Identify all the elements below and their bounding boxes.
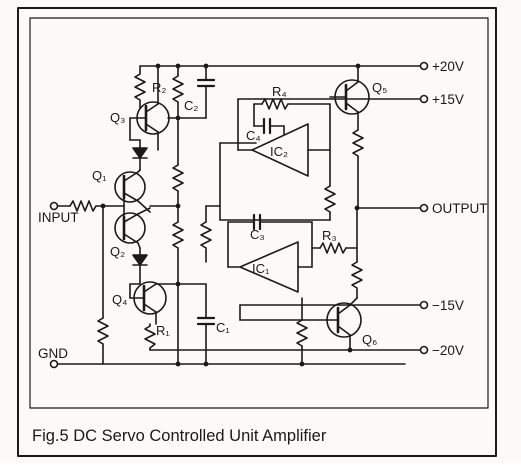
c1-capacitor — [177, 283, 216, 367]
q6-transistor — [239, 297, 362, 353]
figure-caption: Fig.5 DC Servo Controlled Unit Amplifier — [32, 427, 327, 445]
label-c4: C₄ — [246, 128, 261, 143]
label-c2: C₂ — [184, 98, 198, 113]
label-minus20: −20V — [432, 343, 464, 358]
label-gnd: GND — [38, 346, 68, 361]
q5-emitter-resistor — [352, 129, 364, 209]
label-input: INPUT — [38, 210, 79, 225]
diode-lower — [132, 247, 148, 285]
rail-plus15 — [237, 94, 429, 104]
rail-minus15 — [239, 300, 429, 310]
terminal-gnd — [49, 359, 59, 369]
q6-base-resistor — [296, 297, 308, 367]
label-q6: Q₆ — [362, 332, 377, 347]
label-plus15: +15V — [432, 92, 464, 107]
q2-transistor — [114, 207, 151, 249]
q5-transistor — [329, 63, 370, 131]
label-plus20: +20V — [432, 59, 464, 74]
outer-frame — [17, 7, 497, 457]
label-ic1: IC₁ — [252, 261, 270, 276]
label-output: OUTPUT — [432, 201, 488, 216]
label-r3: R₃ — [322, 228, 337, 243]
label-r4: R₄ — [272, 84, 287, 99]
q1-transistor — [114, 169, 151, 213]
label-c1: C₁ — [216, 320, 230, 335]
label-q5: Q₅ — [372, 80, 387, 95]
output-resistor — [219, 149, 336, 221]
q3-transistor — [129, 63, 181, 151]
ic1-opamp — [227, 221, 313, 293]
r3-resistor — [311, 207, 363, 299]
q4-transistor — [129, 281, 181, 325]
diode-upper — [132, 139, 148, 171]
label-q4: Q₄ — [112, 292, 127, 307]
label-ic2: IC₂ — [270, 144, 288, 159]
terminal-plus15 — [419, 94, 429, 104]
r2-resistor — [134, 65, 146, 109]
c2-capacitor — [177, 63, 216, 119]
rail-minus20 — [149, 345, 429, 355]
rail-output — [354, 203, 429, 213]
terminal-input — [49, 201, 59, 211]
label-r2: R₂ — [152, 80, 166, 95]
label-c3: C₃ — [250, 227, 265, 242]
c4-capacitor — [253, 117, 285, 135]
r4-resistor — [253, 98, 331, 151]
label-q3: Q₃ — [110, 110, 125, 125]
rail-gnd — [49, 359, 406, 369]
terminal-minus20 — [419, 345, 429, 355]
label-q2: Q₂ — [110, 244, 125, 259]
r1-resistor — [144, 323, 156, 351]
ic2-opamp — [219, 98, 331, 221]
label-q1: Q₁ — [92, 168, 107, 183]
gnd-resistor — [97, 317, 109, 345]
c3-capacitor — [227, 213, 313, 249]
label-r1: R₁ — [156, 323, 170, 338]
bias-column — [149, 63, 184, 367]
label-minus15: −15V — [432, 298, 464, 313]
ic1-input-resistor — [200, 205, 221, 263]
rail-plus20 — [139, 61, 429, 71]
input-resistor — [69, 200, 97, 212]
terminal-minus15 — [419, 300, 429, 310]
terminal-plus20 — [419, 61, 429, 71]
terminal-output — [419, 203, 429, 213]
schematic-frame — [29, 17, 489, 409]
